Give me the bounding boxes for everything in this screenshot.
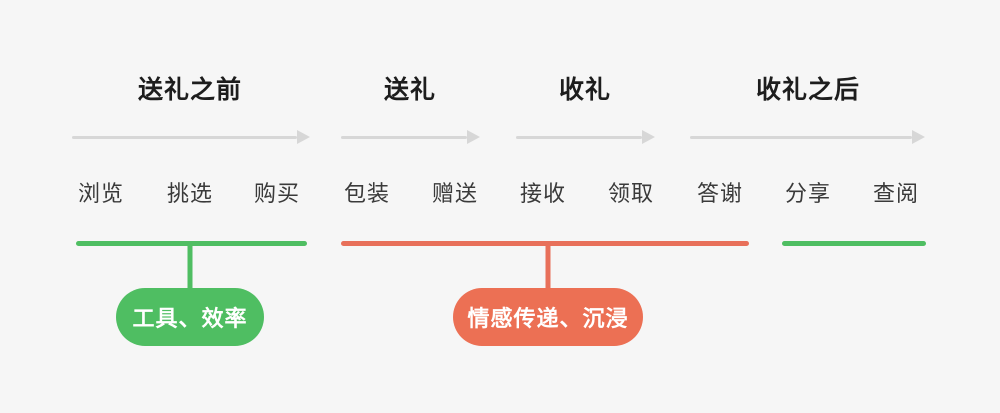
pill-emotion-immersion[interactable]: 情感传递、沉浸: [453, 288, 643, 346]
step-label-browse: 浏览: [77, 181, 125, 206]
arrow-head-icon: [642, 130, 655, 144]
arrow-shaft: [690, 136, 912, 139]
step-label-claim: 领取: [607, 181, 655, 206]
phase-arrow-receiving: [516, 130, 655, 144]
step-label-share: 分享: [784, 181, 832, 206]
arrow-head-icon: [467, 130, 480, 144]
pill-tool-efficiency-label: 工具、效率: [132, 306, 248, 331]
step-label-purchase: 购买: [253, 181, 301, 206]
phase-title-after-receiving: 收礼之后: [755, 76, 861, 104]
arrow-head-icon: [912, 130, 925, 144]
phase-title-before-gifting: 送礼之前: [137, 76, 243, 104]
pill-emotion-immersion-label: 情感传递、沉浸: [467, 306, 629, 331]
step-label-gift: 赠送: [431, 181, 479, 206]
arrow-shaft: [341, 136, 467, 139]
phase-title-gifting: 送礼: [383, 76, 437, 104]
step-label-receive: 接收: [519, 181, 567, 206]
arrow-shaft: [516, 136, 642, 139]
phase-arrow-after-receiving: [690, 130, 925, 144]
connector-stem-emotion-immersion: [545, 243, 551, 291]
pill-tool-efficiency[interactable]: 工具、效率: [116, 288, 264, 346]
arrow-head-icon: [297, 130, 310, 144]
phase-arrow-gifting: [341, 130, 480, 144]
group-bar-emotion-immersion: [341, 241, 749, 246]
group-bar-post-gift: [782, 241, 926, 246]
step-label-wrap: 包装: [343, 181, 391, 206]
step-label-review: 查阅: [872, 181, 920, 206]
step-label-thank: 答谢: [696, 181, 744, 206]
phase-title-receiving: 收礼: [558, 76, 612, 104]
step-label-select: 挑选: [166, 181, 214, 206]
connector-stem-tool-efficiency: [187, 243, 193, 291]
arrow-shaft: [72, 136, 297, 139]
phase-arrow-before-gifting: [72, 130, 310, 144]
